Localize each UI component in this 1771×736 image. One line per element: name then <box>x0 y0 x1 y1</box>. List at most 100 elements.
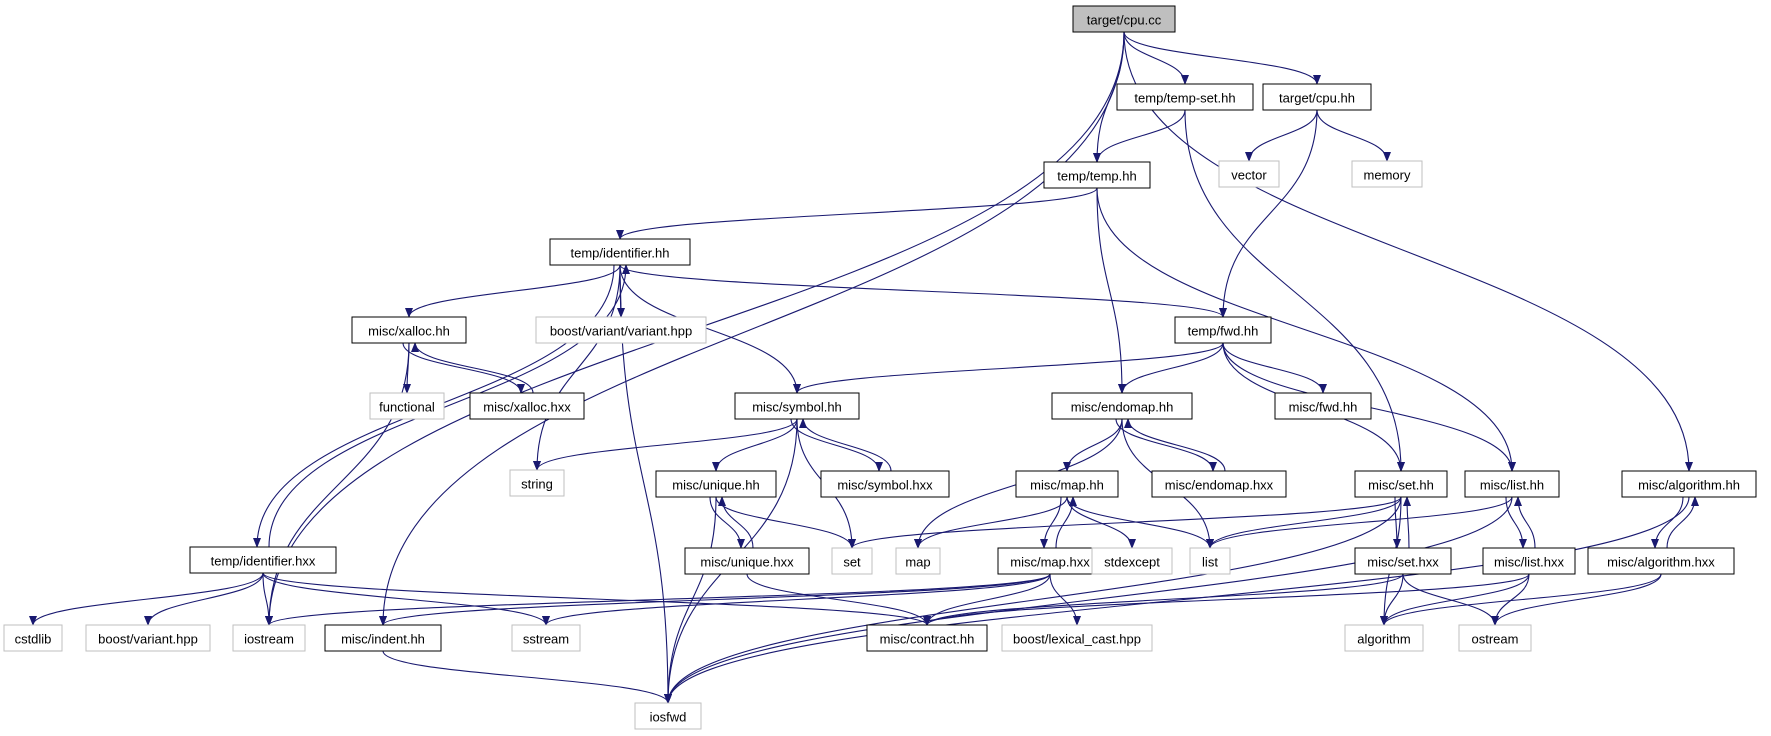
node-endomap-hxx[interactable]: misc/endomap.hxx <box>1151 470 1287 498</box>
edge-temp_set_hh-to-temp_hh <box>1093 109 1186 163</box>
node-box <box>1274 392 1372 420</box>
edge-identifier_hh-to-iosfwd <box>619 264 672 704</box>
edge-algorithm_hh-to-algorithm_hxx <box>1651 496 1684 549</box>
node-identifier-hxx[interactable]: temp/identifier.hxx <box>189 546 337 574</box>
node-map-hxx[interactable]: misc/map.hxx <box>997 547 1103 575</box>
node-box <box>1344 624 1424 652</box>
node-box <box>1091 547 1173 575</box>
edge-list_hxx-to-algorithm <box>1380 573 1530 626</box>
node-indent-hh[interactable]: misc/indent.hh <box>324 624 442 652</box>
node-label: misc/symbol.hxx <box>837 478 933 493</box>
edge-endomap_hxx-to-endomap_hh <box>1124 418 1226 472</box>
node-algorithm-hh[interactable]: misc/algorithm.hh <box>1621 470 1757 498</box>
edge-set_hh-to-list <box>1206 496 1402 549</box>
node-set-hh[interactable]: misc/set.hh <box>1354 470 1448 498</box>
node-label: ostream <box>1472 632 1519 647</box>
node-symbol-hxx[interactable]: misc/symbol.hxx <box>820 470 950 498</box>
node-contract-hh[interactable]: misc/contract.hh <box>866 624 988 652</box>
edge-identifier_hh-to-string <box>533 264 621 471</box>
node-box <box>351 316 467 344</box>
edge-identifier_hxx-to-boost_variant <box>144 572 264 626</box>
node-temp-set-hh[interactable]: temp/temp-set.hh <box>1116 83 1254 111</box>
node-label: target/cpu.hh <box>1279 91 1355 106</box>
edge-identifier_hxx-to-iostream <box>262 572 273 626</box>
node-endomap-hh[interactable]: misc/endomap.hh <box>1051 392 1193 420</box>
node-map-hh[interactable]: misc/map.hh <box>1015 470 1119 498</box>
node-identifier-hh[interactable]: temp/identifier.hh <box>549 238 691 266</box>
node-label: misc/unique.hh <box>672 478 759 493</box>
node-temp-fwd-hh[interactable]: temp/fwd.hh <box>1174 316 1272 344</box>
edge-identifier_hxx-to-contract_hh <box>262 572 931 626</box>
node-boost-variant: boost/variant.hpp <box>85 624 211 652</box>
node-label: boost/variant.hpp <box>98 632 198 647</box>
node-label: misc/xalloc.hh <box>368 324 450 339</box>
node-label: boost/lexical_cast.hpp <box>1013 632 1141 647</box>
node-algorithm: algorithm <box>1344 624 1424 652</box>
node-box <box>634 702 702 730</box>
node-list: list <box>1189 547 1231 575</box>
node-stdexcept: stdexcept <box>1091 547 1173 575</box>
node-label: stdexcept <box>1104 555 1160 570</box>
edge-list_hxx-to-list_hh <box>1514 496 1536 549</box>
node-box <box>1464 470 1560 498</box>
node-label: misc/map.hxx <box>1010 555 1090 570</box>
node-unique-hxx[interactable]: misc/unique.hxx <box>684 547 810 575</box>
node-list-hxx[interactable]: misc/list.hxx <box>1482 547 1576 575</box>
edge-algorithm_hxx-to-ostream <box>1491 573 1662 626</box>
edge-symbol_hh-to-symbol_hxx <box>790 418 883 472</box>
edge-unique_hh-to-unique_hxx <box>709 496 745 549</box>
node-ostream: ostream <box>1458 624 1532 652</box>
edge-xalloc_hxx-to-xalloc_hh <box>411 342 534 394</box>
edge-algorithm_hxx-to-algorithm <box>1380 573 1662 626</box>
edge-map_hxx-to-indent_hh <box>379 573 1051 626</box>
node-label: misc/list.hxx <box>1494 555 1565 570</box>
node-label: algorithm <box>1357 632 1410 647</box>
edges-layer <box>29 31 1699 704</box>
node-label: temp/fwd.hh <box>1188 324 1259 339</box>
node-algorithm-hxx[interactable]: misc/algorithm.hxx <box>1587 547 1735 575</box>
node-cpu-hh[interactable]: target/cpu.hh <box>1262 83 1372 111</box>
node-xalloc-hh[interactable]: misc/xalloc.hh <box>351 316 467 344</box>
edge-symbol_hh-to-unique_hh <box>712 418 798 472</box>
node-box <box>1621 470 1757 498</box>
node-label: misc/endomap.hxx <box>1165 478 1274 493</box>
edge-cpu_hh-to-memory <box>1316 109 1391 162</box>
edge-list_hh-to-list_hxx <box>1505 496 1527 549</box>
edge-map_hh-to-map_hxx <box>1040 496 1062 549</box>
node-label: temp/identifier.hxx <box>211 554 316 569</box>
edge-set_hxx-to-contract_hh <box>923 573 1404 626</box>
edge-map_hxx-to-sstream <box>542 573 1051 626</box>
edge-xalloc_hh-to-xalloc_hxx <box>402 342 525 394</box>
node-box <box>1351 160 1423 188</box>
node-iostream: iostream <box>232 624 306 652</box>
node-map: map <box>895 547 941 575</box>
node-label: misc/map.hh <box>1030 478 1104 493</box>
node-xalloc-hxx[interactable]: misc/xalloc.hxx <box>469 392 585 420</box>
node-list-hh[interactable]: misc/list.hh <box>1464 470 1560 498</box>
node-label: misc/indent.hh <box>341 632 425 647</box>
node-box <box>85 624 211 652</box>
node-boost-variant-variant: boost/variant/variant.hpp <box>535 316 707 344</box>
edge-identifier_hh-to-temp_fwd_hh <box>619 264 1227 318</box>
edge-cpu_cc-to-indent_hh <box>379 31 1125 626</box>
node-symbol-hh[interactable]: misc/symbol.hh <box>734 392 860 420</box>
node-cpu-cc[interactable]: target/cpu.cc <box>1072 5 1176 33</box>
node-misc-fwd-hh[interactable]: misc/fwd.hh <box>1274 392 1372 420</box>
edge-cpu_hh-to-vector <box>1245 109 1318 162</box>
node-unique-hh[interactable]: misc/unique.hh <box>655 470 777 498</box>
edge-map_hh-to-map <box>914 496 1068 549</box>
node-box <box>866 624 988 652</box>
edge-list_hxx-to-contract_hh <box>923 573 1530 626</box>
node-set-hxx[interactable]: misc/set.hxx <box>1354 547 1452 575</box>
node-label: misc/xalloc.hxx <box>483 400 571 415</box>
node-box <box>895 547 941 575</box>
node-box <box>1189 547 1231 575</box>
node-box <box>324 624 442 652</box>
edge-map_hh-to-stdexcept <box>1066 496 1136 549</box>
node-temp-hh[interactable]: temp/temp.hh <box>1043 161 1151 189</box>
edge-map_hxx-to-map_hh <box>1055 496 1077 549</box>
node-box <box>1072 5 1176 33</box>
edge-identifier_hxx-to-cstdlib <box>29 572 264 626</box>
node-box <box>1262 83 1372 111</box>
node-label: set <box>843 555 861 570</box>
